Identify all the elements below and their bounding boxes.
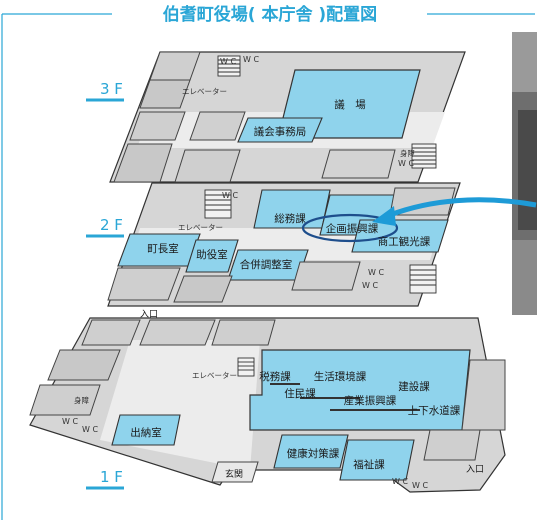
- room-chocho: 町長室: [147, 242, 179, 255]
- kikaku-circle: [301, 213, 399, 243]
- entrance-genkan: 玄関: [225, 468, 243, 480]
- wc-1f-l1: W C: [62, 417, 78, 426]
- elevator-1f: エレベーター: [192, 371, 237, 380]
- room-zeimu: 税務課: [259, 370, 291, 383]
- wc-3f-a: W C: [220, 57, 236, 66]
- floor-3f: [109, 51, 466, 183]
- room-gijo: 議 場: [334, 98, 366, 111]
- room-sangyo: 産業振興課: [344, 394, 397, 407]
- room-suito: 出納室: [130, 426, 162, 439]
- room-kensetsu: 建設課: [398, 380, 430, 393]
- room-jumin: 住民課: [284, 387, 316, 400]
- building-photo: [512, 32, 537, 315]
- wc-1f-r2: W C: [412, 481, 428, 490]
- callout-arrow: [389, 197, 537, 218]
- room-fukushi: 福祉課: [353, 458, 385, 471]
- wc-2f-a: W C: [368, 268, 384, 277]
- room-joyaku: 助役室: [196, 248, 228, 261]
- floor-1f: [29, 317, 506, 493]
- floor-2f-label: 2 F: [100, 216, 123, 234]
- floor-1f-label: 1 F: [100, 468, 123, 486]
- room-kenko: 健康対策課: [287, 447, 340, 460]
- room-seikatsu: 生活環境課: [314, 370, 367, 383]
- room-kikaku: 企画振興課: [326, 222, 379, 235]
- room-somu: 総務課: [274, 212, 306, 225]
- entrance-right: 入口: [466, 464, 484, 475]
- floor-3f-label: 3 F: [100, 80, 123, 98]
- elevator-3f: エレベーター: [182, 87, 227, 96]
- frame: [1, 13, 535, 520]
- shogai-1f: 身障: [74, 395, 89, 405]
- room-gappei: 合併調整室: [240, 258, 293, 271]
- wc-3f-b: W C: [243, 55, 259, 64]
- room-gesui: 上下水道課: [408, 404, 461, 417]
- callout-arrowhead: [372, 206, 396, 226]
- shogai-3f: 身障: [400, 148, 415, 158]
- room-shoko: 商工観光課: [378, 235, 431, 248]
- wc-2f-top: W C: [222, 191, 238, 200]
- wc-2f-b: W C: [362, 281, 378, 290]
- wc-1f-r1: W C: [392, 477, 408, 486]
- room-gikai: 議会事務局: [254, 125, 307, 138]
- wc-3f-shogai: W C: [398, 159, 414, 168]
- entrance-top: 入口: [140, 309, 158, 320]
- map-title: 伯耆町役場( 本庁舎 )配置図: [163, 4, 377, 25]
- floor-2f: [107, 182, 461, 307]
- wc-1f-l2: W C: [82, 425, 98, 434]
- elevator-2f: エレベーター: [178, 223, 223, 232]
